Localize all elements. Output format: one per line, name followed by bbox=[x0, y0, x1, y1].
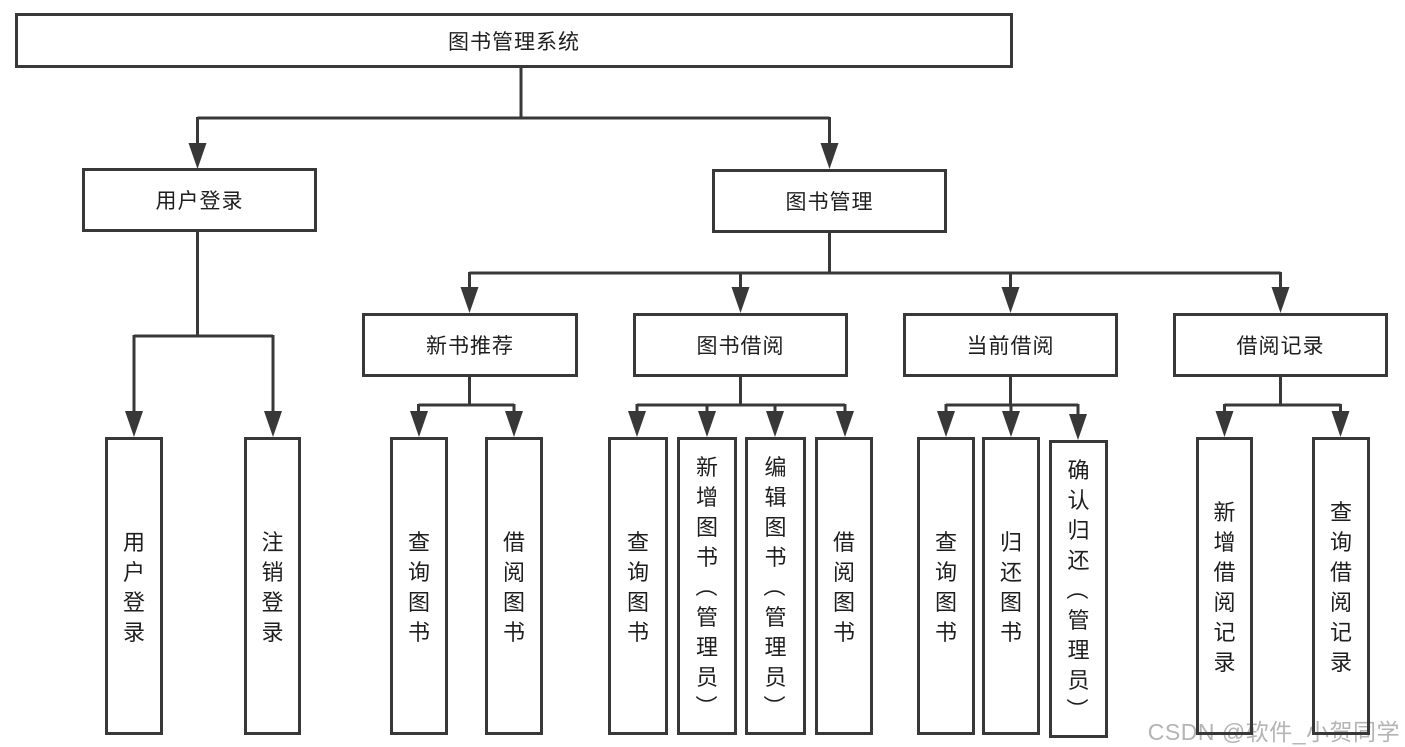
arrow-down-icon bbox=[1331, 411, 1350, 437]
node-library-management-system: 图书管理系统 bbox=[15, 13, 1013, 68]
leaf-return-books: 归还图书 bbox=[982, 437, 1040, 735]
arrow-down-icon bbox=[125, 411, 143, 437]
node-new-book-recommend: 新书推荐 bbox=[362, 313, 578, 377]
connector-book-mgmt-children bbox=[468, 232, 1282, 291]
node-label: 图书借阅 bbox=[696, 335, 785, 358]
node-borrowing-records: 借阅记录 bbox=[1173, 313, 1388, 377]
connector-new-rec-children bbox=[417, 376, 516, 415]
leaf-query-books-current: 查询图书 bbox=[917, 437, 975, 735]
node-book-management: 图书管理 bbox=[712, 169, 947, 233]
leaf-user-login: 用户登录 bbox=[105, 437, 163, 735]
connector-arrowheads bbox=[125, 143, 1350, 440]
arrow-down-icon bbox=[264, 411, 282, 437]
node-label: 确认归还（管理员） bbox=[1064, 458, 1090, 721]
arrow-down-icon bbox=[731, 287, 750, 313]
node-label: 借阅图书 bbox=[502, 530, 525, 645]
node-label: 借阅记录 bbox=[1236, 335, 1325, 358]
node-label: 用户登录 bbox=[155, 190, 244, 213]
connector-elbows bbox=[132, 66, 1342, 418]
arrow-down-icon bbox=[1001, 287, 1020, 313]
connector-borrow-records-children bbox=[1223, 376, 1342, 415]
arrow-down-icon bbox=[820, 143, 839, 169]
node-label: 图书管理 bbox=[785, 191, 874, 214]
arrow-down-icon bbox=[937, 411, 955, 437]
leaf-query-books-recommend: 查询图书 bbox=[390, 437, 448, 735]
leaf-add-books-admin: 新增图书（管理员） bbox=[677, 437, 737, 735]
node-label: 用户登录 bbox=[122, 530, 145, 645]
arrow-down-icon bbox=[1215, 411, 1234, 437]
node-label: 图书管理系统 bbox=[448, 30, 580, 54]
node-label: 查询图书 bbox=[407, 530, 430, 645]
node-label: 借阅图书 bbox=[832, 530, 855, 645]
arrow-down-icon bbox=[505, 411, 523, 437]
node-label: 注销登录 bbox=[261, 530, 284, 645]
leaf-query-books-borrow: 查询图书 bbox=[608, 437, 668, 735]
node-label: 新增图书（管理员） bbox=[692, 455, 718, 718]
leaf-add-borrow-record: 新增借阅记录 bbox=[1196, 437, 1253, 735]
node-label: 编辑图书（管理员） bbox=[761, 455, 787, 718]
connector-user-login-children bbox=[132, 231, 275, 415]
leaf-borrow-books: 借阅图书 bbox=[815, 437, 873, 735]
leaf-query-borrow-record: 查询借阅记录 bbox=[1312, 437, 1370, 735]
node-book-borrowing: 图书借阅 bbox=[633, 313, 848, 377]
connector-root-to-level1 bbox=[196, 66, 831, 147]
leaf-borrow-books-recommend: 借阅图书 bbox=[485, 437, 543, 735]
arrow-down-icon bbox=[628, 411, 646, 437]
node-label: 查询借阅记录 bbox=[1329, 500, 1352, 675]
arrow-down-icon bbox=[1002, 411, 1020, 437]
node-current-borrowing: 当前借阅 bbox=[903, 313, 1118, 377]
arrow-down-icon bbox=[698, 411, 716, 437]
connector-current-borrow-children bbox=[944, 376, 1080, 418]
node-user-login: 用户登录 bbox=[82, 168, 317, 232]
arrow-down-icon bbox=[460, 287, 479, 313]
arrow-down-icon bbox=[836, 411, 854, 437]
node-label: 当前借阅 bbox=[966, 335, 1055, 358]
leaf-logout: 注销登录 bbox=[244, 437, 301, 735]
arrow-down-icon bbox=[1069, 414, 1087, 440]
node-label: 查询图书 bbox=[626, 530, 649, 645]
node-label: 新增借阅记录 bbox=[1213, 500, 1236, 675]
connector-book-borrow-children bbox=[635, 376, 847, 415]
arrow-down-icon bbox=[766, 411, 784, 437]
csdn-watermark: CSDN @软件_小贺同学 bbox=[1147, 719, 1400, 745]
arrow-down-icon bbox=[1271, 287, 1290, 313]
node-label: 归还图书 bbox=[999, 530, 1022, 645]
leaf-edit-books-admin: 编辑图书（管理员） bbox=[745, 437, 806, 735]
arrow-down-icon bbox=[188, 143, 207, 169]
node-label: 新书推荐 bbox=[426, 335, 514, 358]
arrow-down-icon bbox=[410, 411, 428, 437]
leaf-confirm-return-admin: 确认归还（管理员） bbox=[1049, 440, 1108, 738]
node-label: 查询图书 bbox=[934, 530, 957, 645]
